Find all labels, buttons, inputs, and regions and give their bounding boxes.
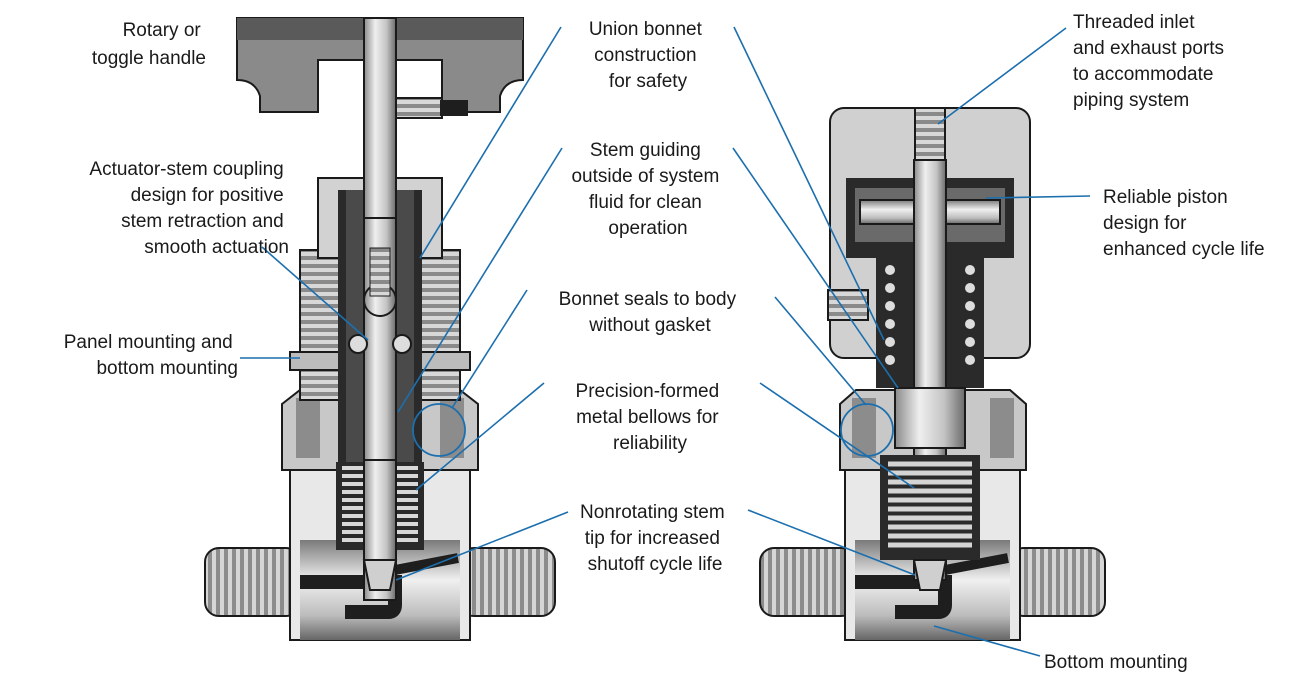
leader-coupling — [261, 246, 369, 341]
left-valve-handle — [236, 17, 524, 113]
leader-union-bonnet-right — [733, 26, 885, 341]
leader-stem-guiding-left — [397, 147, 563, 413]
label-bonnet-seals: Bonnet seals to body without gasket — [559, 289, 742, 336]
leader-stem-guiding-right — [732, 147, 899, 389]
leader-bellows-left — [415, 382, 545, 491]
label-panel: Panel mounting and bottom mounting — [64, 332, 238, 379]
left-valve-flow-passage — [300, 575, 402, 619]
label-union-bonnet: Union bonnet construction for safety — [589, 19, 707, 92]
left-valve-outlet-fitting — [459, 547, 556, 617]
label-ports: Threaded inlet and exhaust ports to acco… — [1073, 12, 1229, 111]
left-valve-inlet-fitting — [204, 547, 301, 617]
left-valve-stem-tip — [362, 559, 398, 591]
leader-stem-tip-right — [747, 509, 916, 576]
leader-piston — [985, 195, 1091, 199]
leader-stem-tip-left — [395, 511, 569, 581]
left-bonnet-seal-circle — [412, 403, 466, 457]
left-valve-illustration — [204, 17, 556, 641]
right-valve-illustration — [759, 107, 1106, 641]
leader-bellows-right — [759, 382, 915, 489]
label-bellows: Precision-formed metal bellows for relia… — [576, 381, 725, 454]
right-valve-flow-passage — [855, 575, 952, 619]
label-stem-guiding: Stem guiding outside of system fluid for… — [571, 140, 724, 239]
right-valve-inlet-fitting — [759, 547, 856, 617]
label-piston: Reliable piston design for enhanced cycl… — [1103, 187, 1265, 260]
leader-bonnet-seals-left — [451, 289, 528, 409]
leader-bonnet-seals-right — [774, 296, 867, 406]
label-bottom: Bottom mounting — [1044, 652, 1188, 673]
right-valve-bellows — [880, 455, 980, 560]
leader-union-bonnet-left — [419, 26, 562, 259]
leader-lines — [240, 26, 1091, 657]
right-valve-return-spring — [885, 265, 975, 365]
leader-bottom — [933, 625, 1041, 657]
right-valve-stem-tip — [912, 559, 948, 591]
leader-ports — [937, 27, 1067, 125]
left-valve-bellows — [336, 459, 424, 561]
label-coupling: Actuator-stem coupling design for positi… — [89, 159, 289, 258]
right-valve-outlet-fitting — [1009, 547, 1106, 617]
label-handle: Rotary or toggle handle — [92, 20, 206, 69]
label-stem-tip: Nonrotating stem tip for increased shuto… — [580, 502, 730, 575]
